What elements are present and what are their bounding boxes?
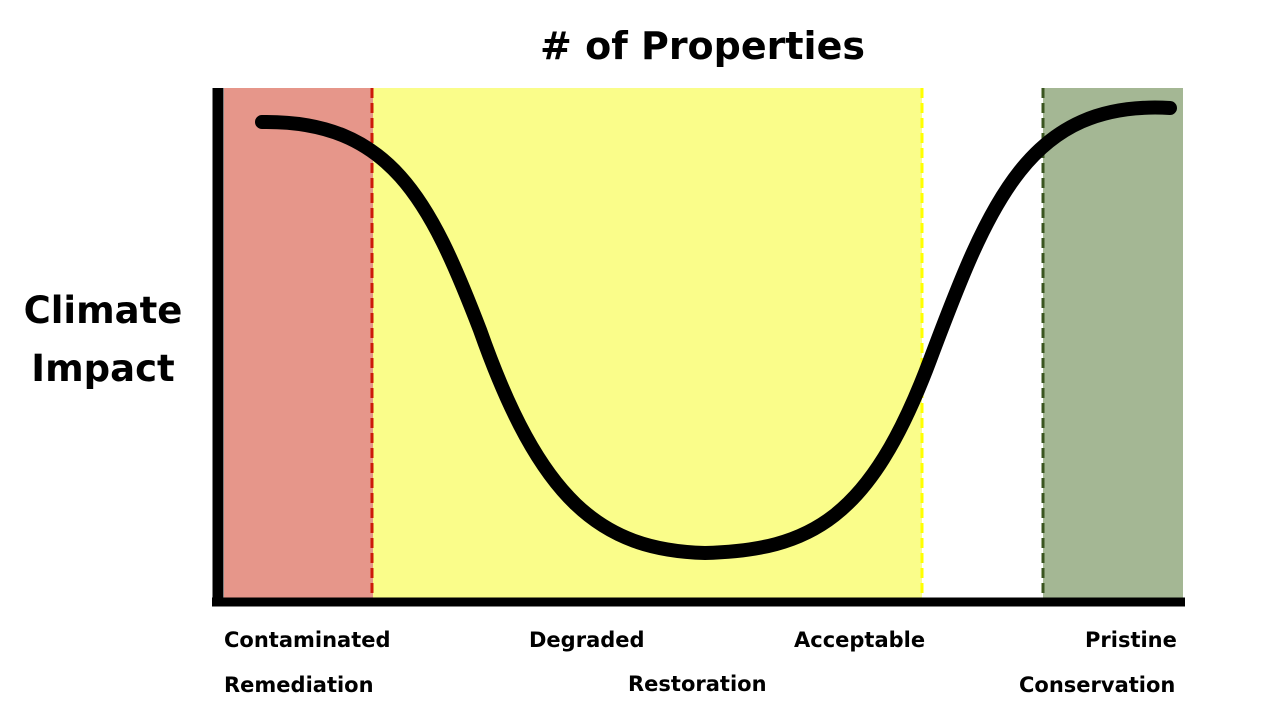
zone-label-degraded: Degraded: [529, 628, 645, 652]
zone-pristine-band: [1043, 88, 1183, 602]
zone-action-restoration: Restoration: [628, 672, 767, 696]
zone-degraded-band: [373, 88, 922, 602]
zone-action-conservation: Conservation: [1019, 673, 1176, 697]
y-axis-label-line1: Climate: [23, 289, 183, 332]
zone-label-acceptable: Acceptable: [794, 628, 926, 652]
zone-label-contaminated: Contaminated: [224, 628, 391, 652]
diagram-title: # of Properties: [540, 24, 865, 68]
climate-impact-curve: [255, 100, 1177, 561]
zone-action-remediation: Remediation: [224, 673, 374, 697]
y-axis-label-line2: Impact: [31, 347, 175, 390]
y-axis-label: Climate Impact: [12, 282, 194, 398]
zone-contaminated-band: [224, 88, 373, 602]
zone-label-pristine: Pristine: [1085, 628, 1177, 652]
